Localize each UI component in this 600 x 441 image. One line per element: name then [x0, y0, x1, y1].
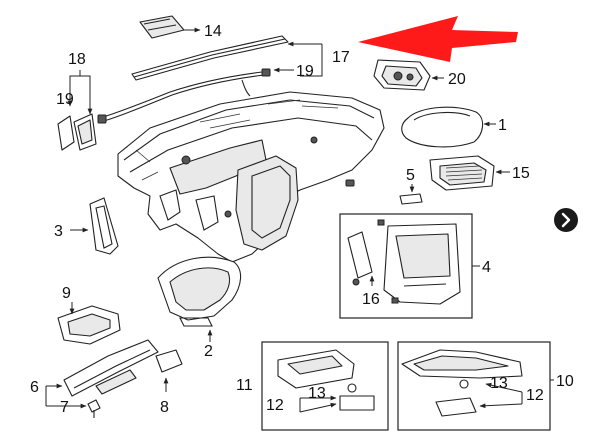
highlight-arrow [358, 16, 518, 62]
callout-14: 14 [204, 23, 222, 40]
callout-3: 3 [54, 223, 63, 240]
next-image-button[interactable] [554, 208, 578, 232]
callout-labels: 14 17 19 20 18 19 1 15 5 3 4 16 9 2 6 7 … [30, 23, 574, 416]
part-17-defroster-grille [131, 35, 323, 81]
callout-9: 9 [62, 285, 71, 302]
part-11-glove-box [261, 341, 389, 431]
part-6-lower-trim [63, 339, 159, 397]
callout-20: 20 [448, 71, 466, 88]
part-20-switch-panel [373, 59, 444, 91]
callout-8: 8 [160, 399, 169, 416]
part-4-center-stack-box [339, 213, 480, 319]
callout-12-right: 12 [526, 387, 544, 404]
callout-19-top: 19 [296, 63, 314, 80]
callout-12-left: 12 [266, 397, 284, 414]
callout-5: 5 [406, 167, 415, 184]
callout-6: 6 [30, 379, 39, 396]
part-14-cover [139, 15, 201, 39]
part-19-wire-harness [97, 67, 294, 124]
callout-15: 15 [512, 165, 530, 182]
callout-4: 4 [482, 259, 491, 276]
callout-13-right: 13 [490, 375, 508, 392]
callout-6-7-bracket [45, 383, 87, 409]
callout-17: 17 [332, 49, 350, 66]
part-3-side-trim [70, 197, 119, 255]
callout-19-left: 19 [56, 91, 74, 108]
chevron-right-icon [561, 212, 571, 228]
callout-2: 2 [204, 343, 213, 360]
part-5-small-switch [399, 184, 423, 205]
part-18-side-vent-group [57, 70, 97, 151]
callout-18: 18 [68, 51, 86, 68]
callout-11: 11 [236, 377, 253, 394]
part-15-air-vent [429, 155, 510, 191]
callout-1: 1 [498, 117, 507, 134]
callout-10: 10 [556, 373, 574, 390]
part-2-cluster-bezel [157, 256, 242, 342]
part-8-switch-bezel [155, 349, 183, 392]
callout-13-left: 13 [308, 385, 326, 402]
part-9-knee-bolster [57, 302, 121, 345]
callout-16: 16 [362, 291, 380, 308]
part-10-glove-box-assembly [397, 341, 554, 431]
part-1-speaker-cover [401, 106, 496, 148]
instrument-panel-carrier [117, 91, 385, 263]
part-7-clip [87, 399, 101, 418]
callout-7: 7 [60, 399, 69, 416]
